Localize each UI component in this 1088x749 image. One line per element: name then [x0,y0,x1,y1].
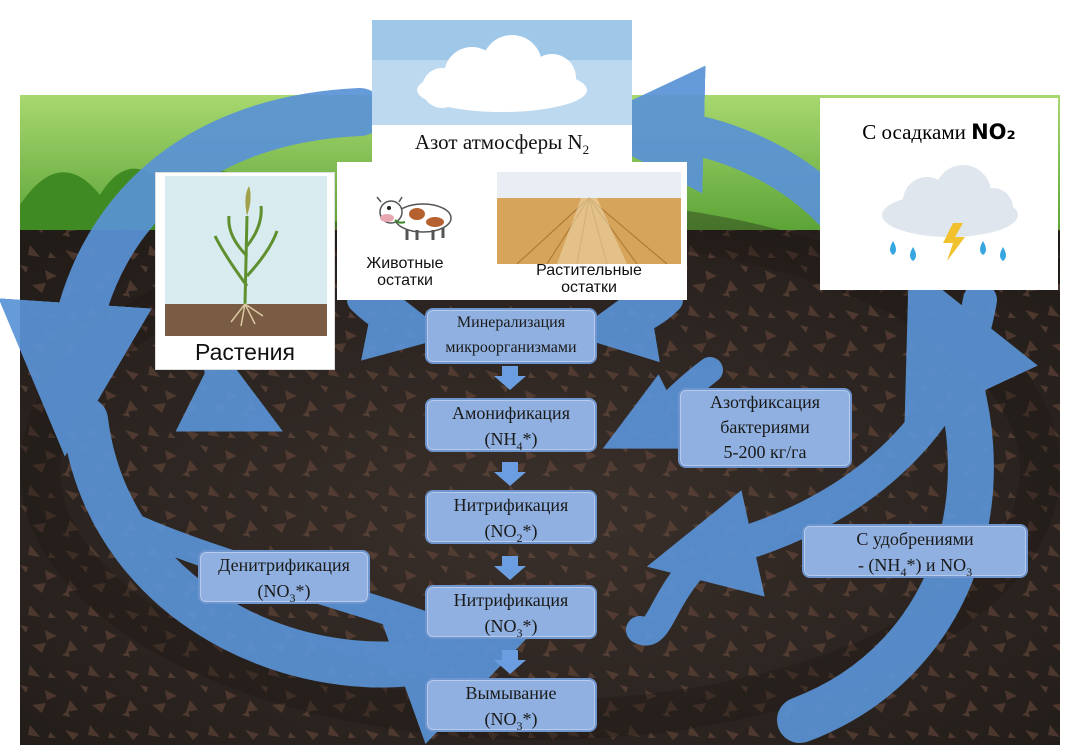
leaching-line1: Вымывание [465,683,557,703]
nitrification2-line1: Нитрификация [453,590,569,610]
formula-subscript: 3 [516,719,523,733]
atmosphere-label: Азот атмосферы N [414,130,583,154]
plant-residues-line2: остатки [561,279,617,296]
formula-part: *) [295,581,311,601]
formula-part: (NO [257,581,290,601]
rain-cloud-icon [882,165,1018,261]
mineralization-line2: микроорганизмами [445,339,577,356]
formula-part: (NO [484,616,517,636]
formula-part: *) [522,709,538,729]
precipitation-label: С осадками [862,120,972,144]
plants-card: Растения [155,172,335,370]
fertilizers-line1: С удобрениями [856,529,974,549]
cloud-sky-image [372,20,632,125]
step-nitrification-no2: Нитрификация (NO2*) [425,490,597,546]
plants-label: Растения [195,339,295,365]
plant-residues-line1: Растительные [536,262,642,279]
formula-part: *) [522,616,538,636]
plant-image [165,176,327,336]
formula-subscript: 2 [516,531,523,545]
formula-subscript: 4 [516,439,523,453]
nitrification1-formula: (NO2*) [427,518,595,546]
step-nitrification-no3: Нитрификация (NO3*) [425,585,597,641]
formula-part: - (NH [857,555,901,575]
step-mineralization: Минерализация микроорганизмами [425,308,597,364]
formula-subscript: 4 [900,565,907,579]
ammonification-line1: Амонификация [452,403,570,423]
denitrification-box: Денитрификация (NO3*) [198,550,370,606]
nitrification1-line1: Нитрификация [453,495,569,515]
formula-part: (NO [484,521,517,541]
ammonification-formula: (NH4*) [427,426,595,454]
formula-part: *) [522,429,538,449]
formula-part: (NO [484,709,517,729]
denitrification-formula: (NO3*) [200,578,368,606]
animal-residues-line1: Животные [366,255,444,272]
nitrogen-fixation-box: Азотфиксация бактериями 5-200 кг/га [678,388,852,468]
formula-part: *) [522,521,538,541]
precipitation-card: С осадками NO₂ [820,98,1058,290]
fertilizers-box: С удобрениями - (NH4*) и NO3 [802,524,1028,580]
formula-subscript: 3 [516,626,523,640]
formula-part: (NH [484,429,517,449]
atmosphere-card: Азот атмосферы N2 [372,20,632,165]
leaching-formula: (NO3*) [427,706,595,734]
formula-part: *) и NO [906,555,967,575]
mineralization-line1: Минерализация [456,314,566,331]
field-stubble-image [497,172,681,264]
precipitation-formula: NO₂ [971,120,1016,144]
fixation-line1: Азотфиксация [710,392,820,412]
residues-card: Животные остатки Растительные остатки [337,162,687,300]
atmosphere-subscript: 2 [582,142,590,158]
step-ammonification: Амонификация (NH4*) [425,398,597,454]
step-leaching: Вымывание (NO3*) [425,678,597,734]
formula-subscript: 3 [289,591,296,605]
denitrification-line1: Денитрификация [218,555,350,575]
animal-residues-line2: остатки [377,272,433,289]
formula-subscript: 3 [966,565,973,579]
fixation-line2: бактериями [720,417,810,437]
fixation-line3: 5-200 кг/га [723,442,807,462]
nitrification2-formula: (NO3*) [427,613,595,641]
cow-icon [376,196,452,240]
fertilizers-formula: - (NH4*) и NO3 [804,552,1026,580]
